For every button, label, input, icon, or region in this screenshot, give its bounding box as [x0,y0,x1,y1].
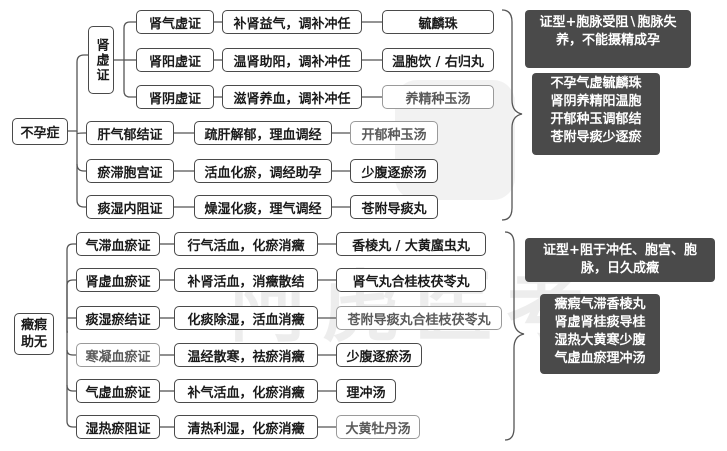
syndrome-stasis-uterus: 瘀滞胞宫证 [86,159,174,183]
method-phlegm-damp: 燥湿化痰，理气调经 [194,195,332,219]
syndrome-phlegm-stasis: 痰湿瘀结证 [76,306,160,330]
syndrome-qi-def-stasis: 气虚血瘀证 [76,379,160,403]
kidney-deficiency-node: 肾虚证 [88,26,114,94]
zhengjia-node: 癥瘕助无 [14,313,54,355]
method-phlegm-stasis: 化痰除湿，活血消癥 [174,306,318,330]
syndrome-cold-stasis: 寒凝血瘀证 [76,343,160,367]
method-liver-qi: 疏肝解郁，理血调经 [194,121,332,145]
formula-liver-qi: 开郁种玉汤 [350,121,438,145]
formula-damp-heat-stasis: 大黄牡丹汤 [336,415,420,439]
method-kidney-yang: 温肾助阳，调补冲任 [222,48,362,72]
formula-kidney-def-stasis: 肾气丸合桂枝茯苓丸 [336,268,486,292]
method-kidney-yin: 滋肾养血，调补冲任 [222,85,362,109]
mnemonic-line: 湿热大黄寒少腹 [554,333,646,348]
formula-kidney-yin: 养精种玉汤 [382,85,494,109]
mnemonic-line: 肾虚肾桂痰导桂 [554,315,646,330]
mnemonic-line: 不孕气虚毓麟珠 [550,76,642,91]
method-cold-stasis: 温经散寒，祛瘀消癥 [174,343,318,367]
mnemonic-line: 开郁种玉调郁结 [550,112,642,127]
formula-kidney-yang: 温胞饮 / 右归丸 [382,48,494,72]
root-node: 不孕症 [12,118,68,145]
method-stasis-uterus: 活血化瘀，调经助孕 [194,159,332,183]
mnemonic-line: 苍附导痰少逐瘀 [550,130,642,145]
formula-qi-stagnation-stasis: 香棱丸 / 大黄䗪虫丸 [336,232,486,256]
mnemonic-line: 癥瘕气滞香棱丸 [554,297,646,312]
formula-phlegm-damp: 苍附导痰丸 [350,195,438,219]
method-kidney-def-stasis: 补肾活血，消癥散结 [174,268,318,292]
syndrome-kidney-def-stasis: 肾虚血瘀证 [76,268,160,292]
method-kidney-qi: 补肾益气，调补冲任 [222,10,362,34]
syndrome-damp-heat-stasis: 湿热瘀阻证 [76,415,160,439]
method-qi-def-stasis: 补气活血，化瘀消癥 [174,379,318,403]
formula-stasis-uterus: 少腹逐瘀汤 [350,159,438,183]
formula-cold-stasis: 少腹逐瘀汤 [336,343,422,367]
syndrome-liver-qi: 肝气郁结证 [86,121,174,145]
syndrome-qi-stagnation-stasis: 气滞血瘀证 [76,232,160,256]
note-infertility-mechanism: 证型+胞脉受阻∖胞脉失养，不能摄精成孕 [525,10,691,68]
formula-phlegm-stasis: 苍附导痰丸合桂枝茯苓丸 [336,306,502,330]
syndrome-kidney-qi: 肾气虚证 [136,10,214,34]
mnemonic-line: 肾阴养精阳温胞 [550,94,642,109]
syndrome-phlegm-damp: 痰湿内阻证 [86,195,174,219]
mnemonic-line: 气虚血瘀理冲汤 [554,351,646,366]
formula-qi-def-stasis: 理冲汤 [336,379,396,403]
method-damp-heat-stasis: 清热利湿，化瘀消癥 [174,415,318,439]
formula-kidney-qi: 毓麟珠 [382,10,494,34]
note-zhengjia-mechanism: 证型+阻于冲任、胞宫、胞脉，日久成癥 [525,238,715,282]
syndrome-kidney-yang: 肾阳虚证 [136,48,214,72]
syndrome-kidney-yin: 肾阴虚证 [136,85,214,109]
method-qi-stagnation-stasis: 行气活血，化瘀消癥 [174,232,318,256]
mnemonic-zhengjia: 癥瘕气滞香棱丸 肾虚肾桂痰导桂 湿热大黄寒少腹 气虚血瘀理冲汤 [540,294,660,374]
mnemonic-infertility: 不孕气虚毓麟珠 肾阴养精阳温胞 开郁种玉调郁结 苍附导痰少逐瘀 [532,73,660,155]
